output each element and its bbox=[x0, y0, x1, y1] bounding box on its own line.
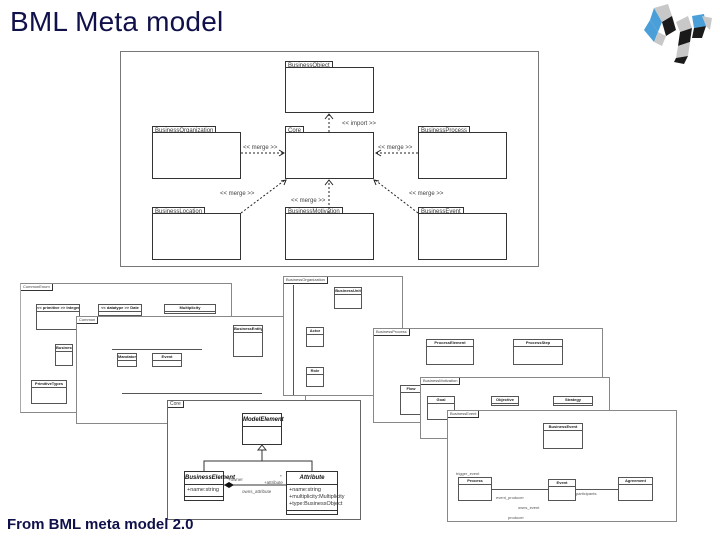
class-box: BusinessEntity bbox=[233, 325, 263, 357]
thumbnail-tab: BusinessProcess bbox=[374, 329, 410, 336]
thumbnail-diagram-core[interactable]: Core ModelElement BusinessElement +name:… bbox=[167, 400, 361, 520]
class-business-element[interactable]: BusinessElement +name:string bbox=[184, 471, 235, 501]
package-core-tab[interactable]: Core bbox=[285, 126, 305, 135]
thumbnail-tab: BusinessOrganization bbox=[284, 277, 328, 284]
class-box: << primitive >> Integer bbox=[36, 304, 80, 330]
class-box: Objective bbox=[491, 396, 519, 406]
merge-label-motivation: << merge >> bbox=[291, 198, 326, 204]
slide-title: BML Meta model bbox=[10, 6, 224, 37]
class-box: BusinessUnit bbox=[334, 287, 362, 309]
package-business-motivation-tab[interactable]: BusinessMotivation bbox=[285, 207, 343, 216]
class-box: Goal bbox=[427, 396, 455, 420]
package-business-event[interactable] bbox=[418, 213, 507, 260]
thumbnail-tab: Core bbox=[168, 401, 184, 408]
class-attribute[interactable]: Attribute +name:string +multiplicity:Mul… bbox=[286, 471, 344, 515]
class-box: BusinessEvent bbox=[543, 423, 583, 449]
class-box: ProcessElement bbox=[426, 339, 474, 365]
package-business-location-tab[interactable]: BusinessLocation bbox=[152, 207, 206, 216]
merge-label-event: << merge >> bbox=[409, 191, 444, 197]
thumbnail-tab: CommonEnum bbox=[21, 284, 53, 291]
class-box: Multiplicity bbox=[164, 304, 216, 314]
package-business-object-tab[interactable]: BusinessObject bbox=[285, 61, 333, 70]
merge-label-location: << merge >> bbox=[220, 191, 255, 197]
association-name-label: owns_attribute bbox=[242, 489, 272, 494]
package-business-motivation[interactable] bbox=[285, 213, 374, 260]
merge-label-process: << merge >> bbox=[378, 145, 413, 151]
class-box: Flow bbox=[400, 385, 422, 415]
class-box: Event bbox=[548, 479, 576, 501]
class-box: Actor bbox=[306, 327, 324, 347]
package-business-process-tab[interactable]: BusinessProcess bbox=[418, 126, 471, 135]
import-label: << import >> bbox=[342, 121, 377, 127]
class-box: Event bbox=[152, 353, 182, 367]
package-business-event-tab[interactable]: BusinessEvent bbox=[418, 207, 464, 216]
class-box: ProcessStep bbox=[513, 339, 563, 365]
class-box: BusinessE bbox=[55, 344, 73, 366]
class-box: PrimitiveTypes bbox=[31, 380, 67, 404]
class-box: << datatype >> Date bbox=[98, 304, 142, 316]
package-core[interactable] bbox=[285, 132, 374, 179]
thumbnail-diagram-business-event[interactable]: BusinessEvent BusinessEvent Process Even… bbox=[447, 410, 677, 522]
thumbnail-tab: BusinessEvent bbox=[448, 411, 480, 418]
class-box: Role bbox=[306, 367, 324, 387]
class-box: Process bbox=[458, 477, 492, 501]
thumbnail-tab: Common bbox=[77, 317, 99, 324]
butterfly-cube-logo-icon bbox=[640, 2, 720, 64]
package-business-process[interactable] bbox=[418, 132, 507, 179]
merge-label-org: << merge >> bbox=[243, 145, 278, 151]
class-box: Agreement bbox=[618, 477, 653, 501]
package-business-organization-tab[interactable]: BusinessOrganization bbox=[152, 126, 217, 135]
package-business-location[interactable] bbox=[152, 213, 241, 260]
package-business-object[interactable] bbox=[285, 67, 374, 113]
owner-role-label: +owner bbox=[228, 477, 243, 482]
class-model-element[interactable]: ModelElement bbox=[242, 413, 284, 445]
class-box: Strategy bbox=[553, 396, 593, 406]
thumbnail-tab: BusinessMotivation bbox=[421, 378, 461, 385]
slide-caption: From BML meta model 2.0 bbox=[7, 516, 194, 533]
class-box: Mandatory bbox=[117, 353, 137, 367]
package-business-organization[interactable] bbox=[152, 132, 241, 179]
attribute-role-label: +attribute bbox=[264, 480, 283, 485]
multiplicity-label: * bbox=[280, 474, 282, 479]
